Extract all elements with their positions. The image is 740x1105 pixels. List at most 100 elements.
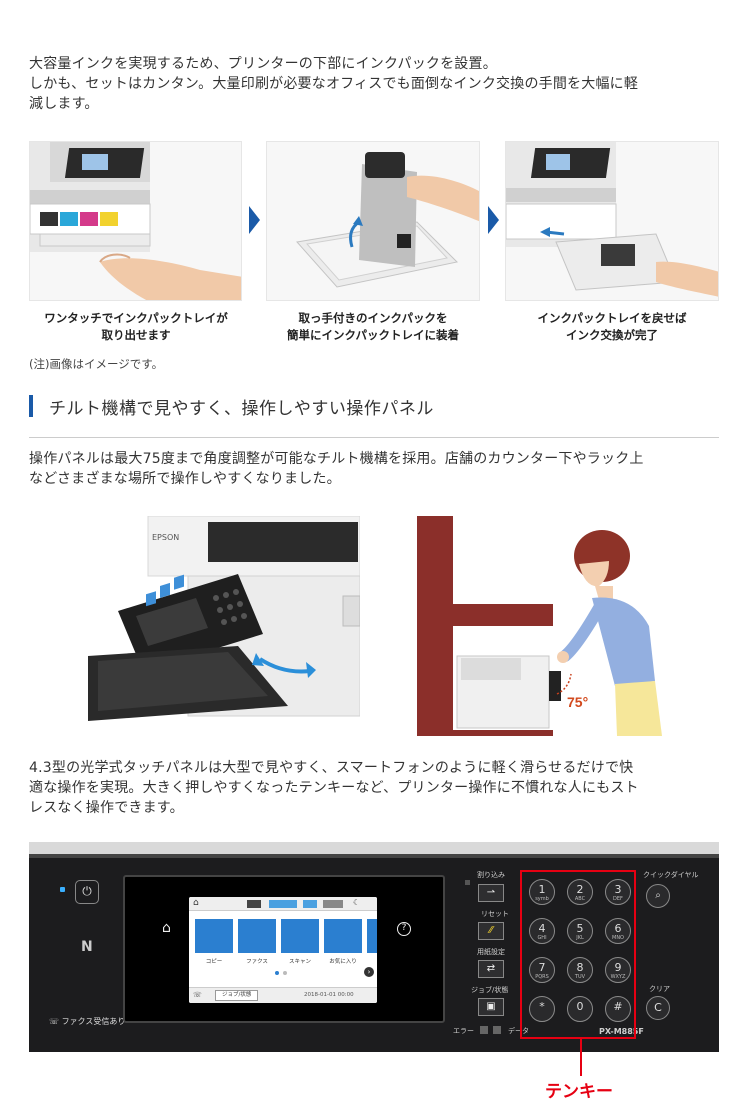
data-led [493, 1026, 501, 1034]
lcd-home-icon[interactable]: ⌂ [193, 898, 199, 908]
power-led [60, 887, 65, 892]
app-fax-label: ファクス [246, 959, 268, 965]
tilt-printer-photo: EPSON [88, 516, 360, 729]
keypad-key-digit: 5 [576, 922, 584, 935]
keypad-key-letters: GHI [537, 935, 547, 941]
quick-dial-label: クイックダイヤル [643, 871, 699, 879]
data-label: データ [508, 1027, 529, 1035]
app-copy-tile[interactable] [195, 919, 233, 953]
keypad-key-digit: 8 [576, 961, 584, 974]
touch-display: ⌂ ? ⌂ ☾ コピー ファクス スキャン お気に入り › [123, 875, 445, 1023]
step-2-caption-line-2: 簡単にインクパックトレイに装着 [287, 328, 459, 342]
step-arrow-2 [488, 206, 499, 234]
keypad-key-letters: WXYZ [610, 974, 626, 980]
app-copy-label: コピー [205, 959, 223, 965]
interrupt-led [465, 880, 470, 885]
reset-button[interactable]: ⁄⁄ [478, 922, 504, 940]
touch-line-3: レスなく操作できます。 [29, 800, 184, 816]
keypad-key[interactable]: * [529, 996, 555, 1022]
keypad-highlight [520, 870, 636, 1039]
keypad-key-letters: DEF [613, 896, 623, 902]
app-favorite-tile[interactable] [324, 919, 362, 953]
keypad-key-digit: 1 [538, 883, 546, 896]
section-heading-text: チルト機構で見やすく、操作しやすい操作パネル [49, 399, 434, 419]
power-button[interactable]: ⏻ [75, 880, 99, 904]
intro-paragraph: 大容量インクを実現するため、プリンターの下部にインクパックを設置。 しかも、セッ… [29, 54, 719, 114]
keypad-key-digit: 7 [538, 961, 546, 974]
touch-paragraph: 4.3型の光学式タッチパネルは大型で見やすく、スマートフォンのように軽く滑らせる… [29, 758, 719, 818]
lcd-network-icon [323, 900, 343, 908]
angle-label: 75° [567, 694, 588, 710]
lcd-clock: 2018-01-01 00:00 [304, 992, 354, 998]
keypad-key-digit: 6 [614, 922, 622, 935]
app-favorite-label: お気に入り [329, 959, 357, 965]
keypad-key-digit: 9 [614, 961, 622, 974]
error-label: エラー [453, 1027, 474, 1035]
lcd-sound-icon [303, 900, 317, 908]
step-3-caption: インクパックトレイを戻せば インク交換が完了 [505, 310, 719, 344]
tenkey-pointer-line [580, 1039, 582, 1076]
lcd-sleep-icon: ☾ [353, 898, 361, 907]
section-heading: チルト機構で見やすく、操作しやすい操作パネル [29, 393, 719, 438]
step-2-caption: 取っ手付きのインクパックを 簡単にインクパックトレイに装着 [266, 310, 480, 344]
step-2-caption-line-1: 取っ手付きのインクパックを [298, 311, 448, 325]
home-icon[interactable]: ⌂ [162, 920, 171, 936]
keypad-key-digit: 4 [538, 922, 546, 935]
touch-line-2: 適な操作を実現。大きく押しやすくなったテンキーなど、プリンター操作に不慣れな人に… [29, 780, 639, 796]
clear-label: クリア [649, 985, 670, 993]
page-indicator [283, 971, 287, 975]
page-indicator-active [275, 971, 279, 975]
heading-accent-bar [29, 395, 33, 417]
lcd-screen: ⌂ ☾ コピー ファクス スキャン お気に入り › ☏ ジョブ/状態 [189, 897, 377, 1003]
keypad-key[interactable]: 0 [567, 996, 593, 1022]
keypad-key-digit: 2 [576, 883, 584, 896]
step-1-caption-line-1: ワンタッチでインクパックトレイが [44, 311, 228, 325]
step-1-image [29, 141, 242, 301]
interrupt-button[interactable]: ⇀ [478, 884, 504, 902]
step-3-caption-line-2: インク交換が完了 [566, 328, 658, 342]
app-next-tile[interactable] [367, 919, 377, 953]
clear-button[interactable]: C [646, 996, 670, 1020]
job-status-button[interactable]: ジョブ/状態 [215, 990, 259, 1001]
model-label: PX-M885F [599, 1027, 644, 1036]
step-3-caption-line-1: インクパックトレイを戻せば [537, 311, 687, 325]
power-icon: ⏻ [82, 884, 92, 898]
step-1-caption: ワンタッチでインクパックトレイが 取り出せます [29, 310, 243, 344]
job-status-hardware-button[interactable]: ▣ [478, 998, 504, 1016]
epson-brand: EPSON [152, 533, 179, 542]
step-arrow-1 [249, 206, 260, 234]
keypad-key-digit: * [539, 1000, 545, 1013]
keypad-key-digit: 0 [576, 1000, 584, 1013]
keypad-key-letters: ABC [574, 896, 586, 902]
keypad-key-letters: symb [535, 896, 549, 902]
help-icon[interactable]: ? [397, 922, 411, 936]
job-status-label: ジョブ/状態 [471, 986, 509, 994]
lcd-printer-icon [247, 900, 261, 908]
keypad-key-letters: MNO [612, 935, 624, 941]
next-page-icon[interactable]: › [364, 967, 374, 977]
keypad-key-letters: JKL [576, 935, 584, 941]
paper-setting-button[interactable]: ⇄ [478, 960, 504, 978]
interrupt-label: 割り込み [477, 871, 505, 879]
reset-label: リセット [481, 910, 509, 918]
keypad-key[interactable]: # [605, 996, 631, 1022]
app-fax-tile[interactable] [238, 919, 276, 953]
nfc-icon: N [81, 939, 93, 955]
tilt-line-2: などさまざまな場所で操作しやすくなりました。 [29, 471, 341, 487]
keypad-key-letters: PQRS [535, 974, 549, 980]
app-scan-tile[interactable] [281, 919, 319, 953]
quick-dial-button[interactable]: ⌕ [646, 884, 670, 908]
intro-line-1: 大容量インクを実現するため、プリンターの下部にインクパックを設置。 [29, 56, 497, 72]
paper-setting-label: 用紙設定 [477, 948, 505, 956]
tenkey-label: テンキー [545, 1082, 613, 1102]
lcd-footer: ☏ ジョブ/状態 2018-01-01 00:00 [189, 987, 377, 1003]
